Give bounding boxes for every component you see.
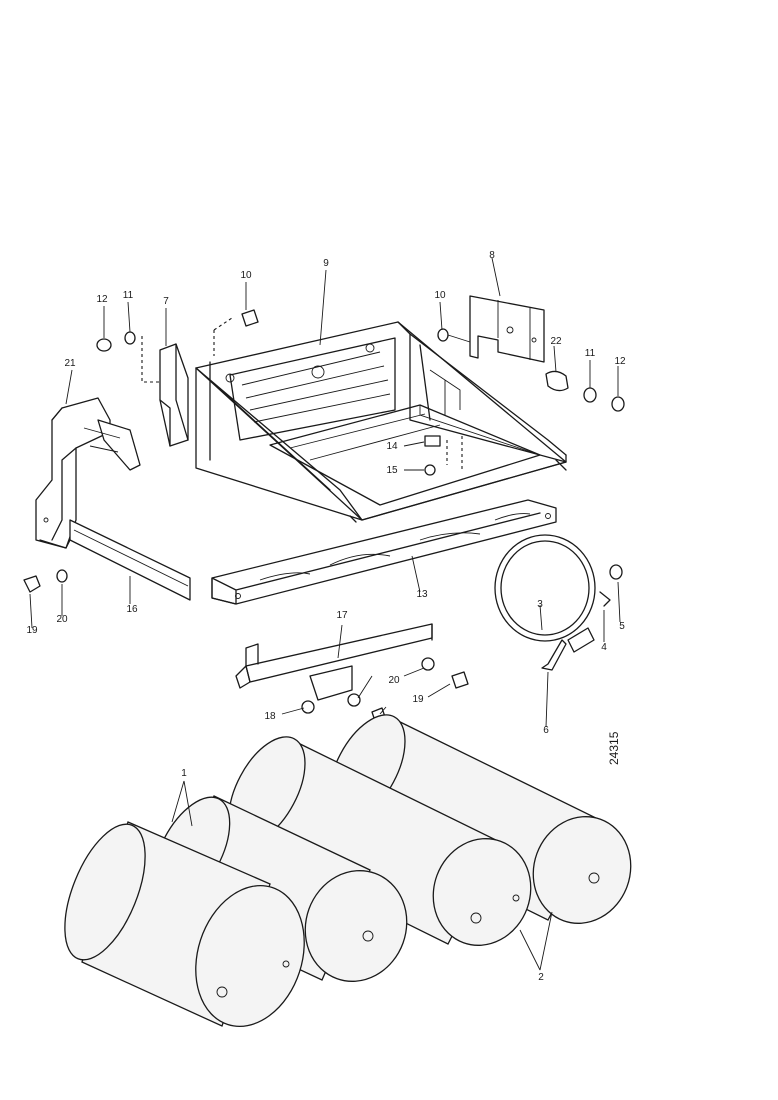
callout-10-right: 10 [434,290,446,301]
callout-14: 14 [386,441,398,452]
callout-7: 7 [163,296,169,307]
callout-18: 18 [264,711,276,722]
callout-19-right: 19 [412,694,424,705]
callout-11-right: 11 [585,348,596,359]
callout-15: 15 [386,465,398,476]
callout-labels: 9 10 8 10 12 11 7 22 11 12 21 14 15 13 1… [26,250,626,983]
callout-19-left: 19 [26,625,38,636]
callout-9: 9 [323,258,329,269]
callout-13: 13 [416,589,428,600]
bracket-8 [469,295,545,363]
callout-17: 17 [336,610,348,621]
callout-12-right: 12 [614,356,626,367]
callout-2: 2 [538,972,544,983]
cross-member [211,499,557,605]
callout-5: 5 [619,621,625,632]
callout-6: 6 [543,725,549,736]
callout-8-bracket: 8 [489,250,495,261]
callout-11-left: 11 [123,290,134,301]
bracket-left [35,397,141,549]
strap-16 [39,519,191,601]
callout-20-right: 20 [388,675,400,686]
battery-box [195,321,567,523]
reference-number: 24315 [607,731,621,765]
callout-3: 3 [537,599,543,610]
battery-1-front [64,821,305,1027]
callout-4: 4 [601,642,607,653]
bracket-17 [235,623,433,701]
leader-lines [29,257,621,971]
callout-22: 22 [550,336,562,347]
callout-16: 16 [126,604,138,615]
callout-12-left: 12 [96,294,108,305]
callout-20-left: 20 [56,614,68,625]
bracket-7 [141,336,189,447]
tension-strap [494,534,596,653]
callout-10-left: 10 [240,270,252,281]
callout-1: 1 [181,768,187,779]
callout-21: 21 [64,358,76,369]
